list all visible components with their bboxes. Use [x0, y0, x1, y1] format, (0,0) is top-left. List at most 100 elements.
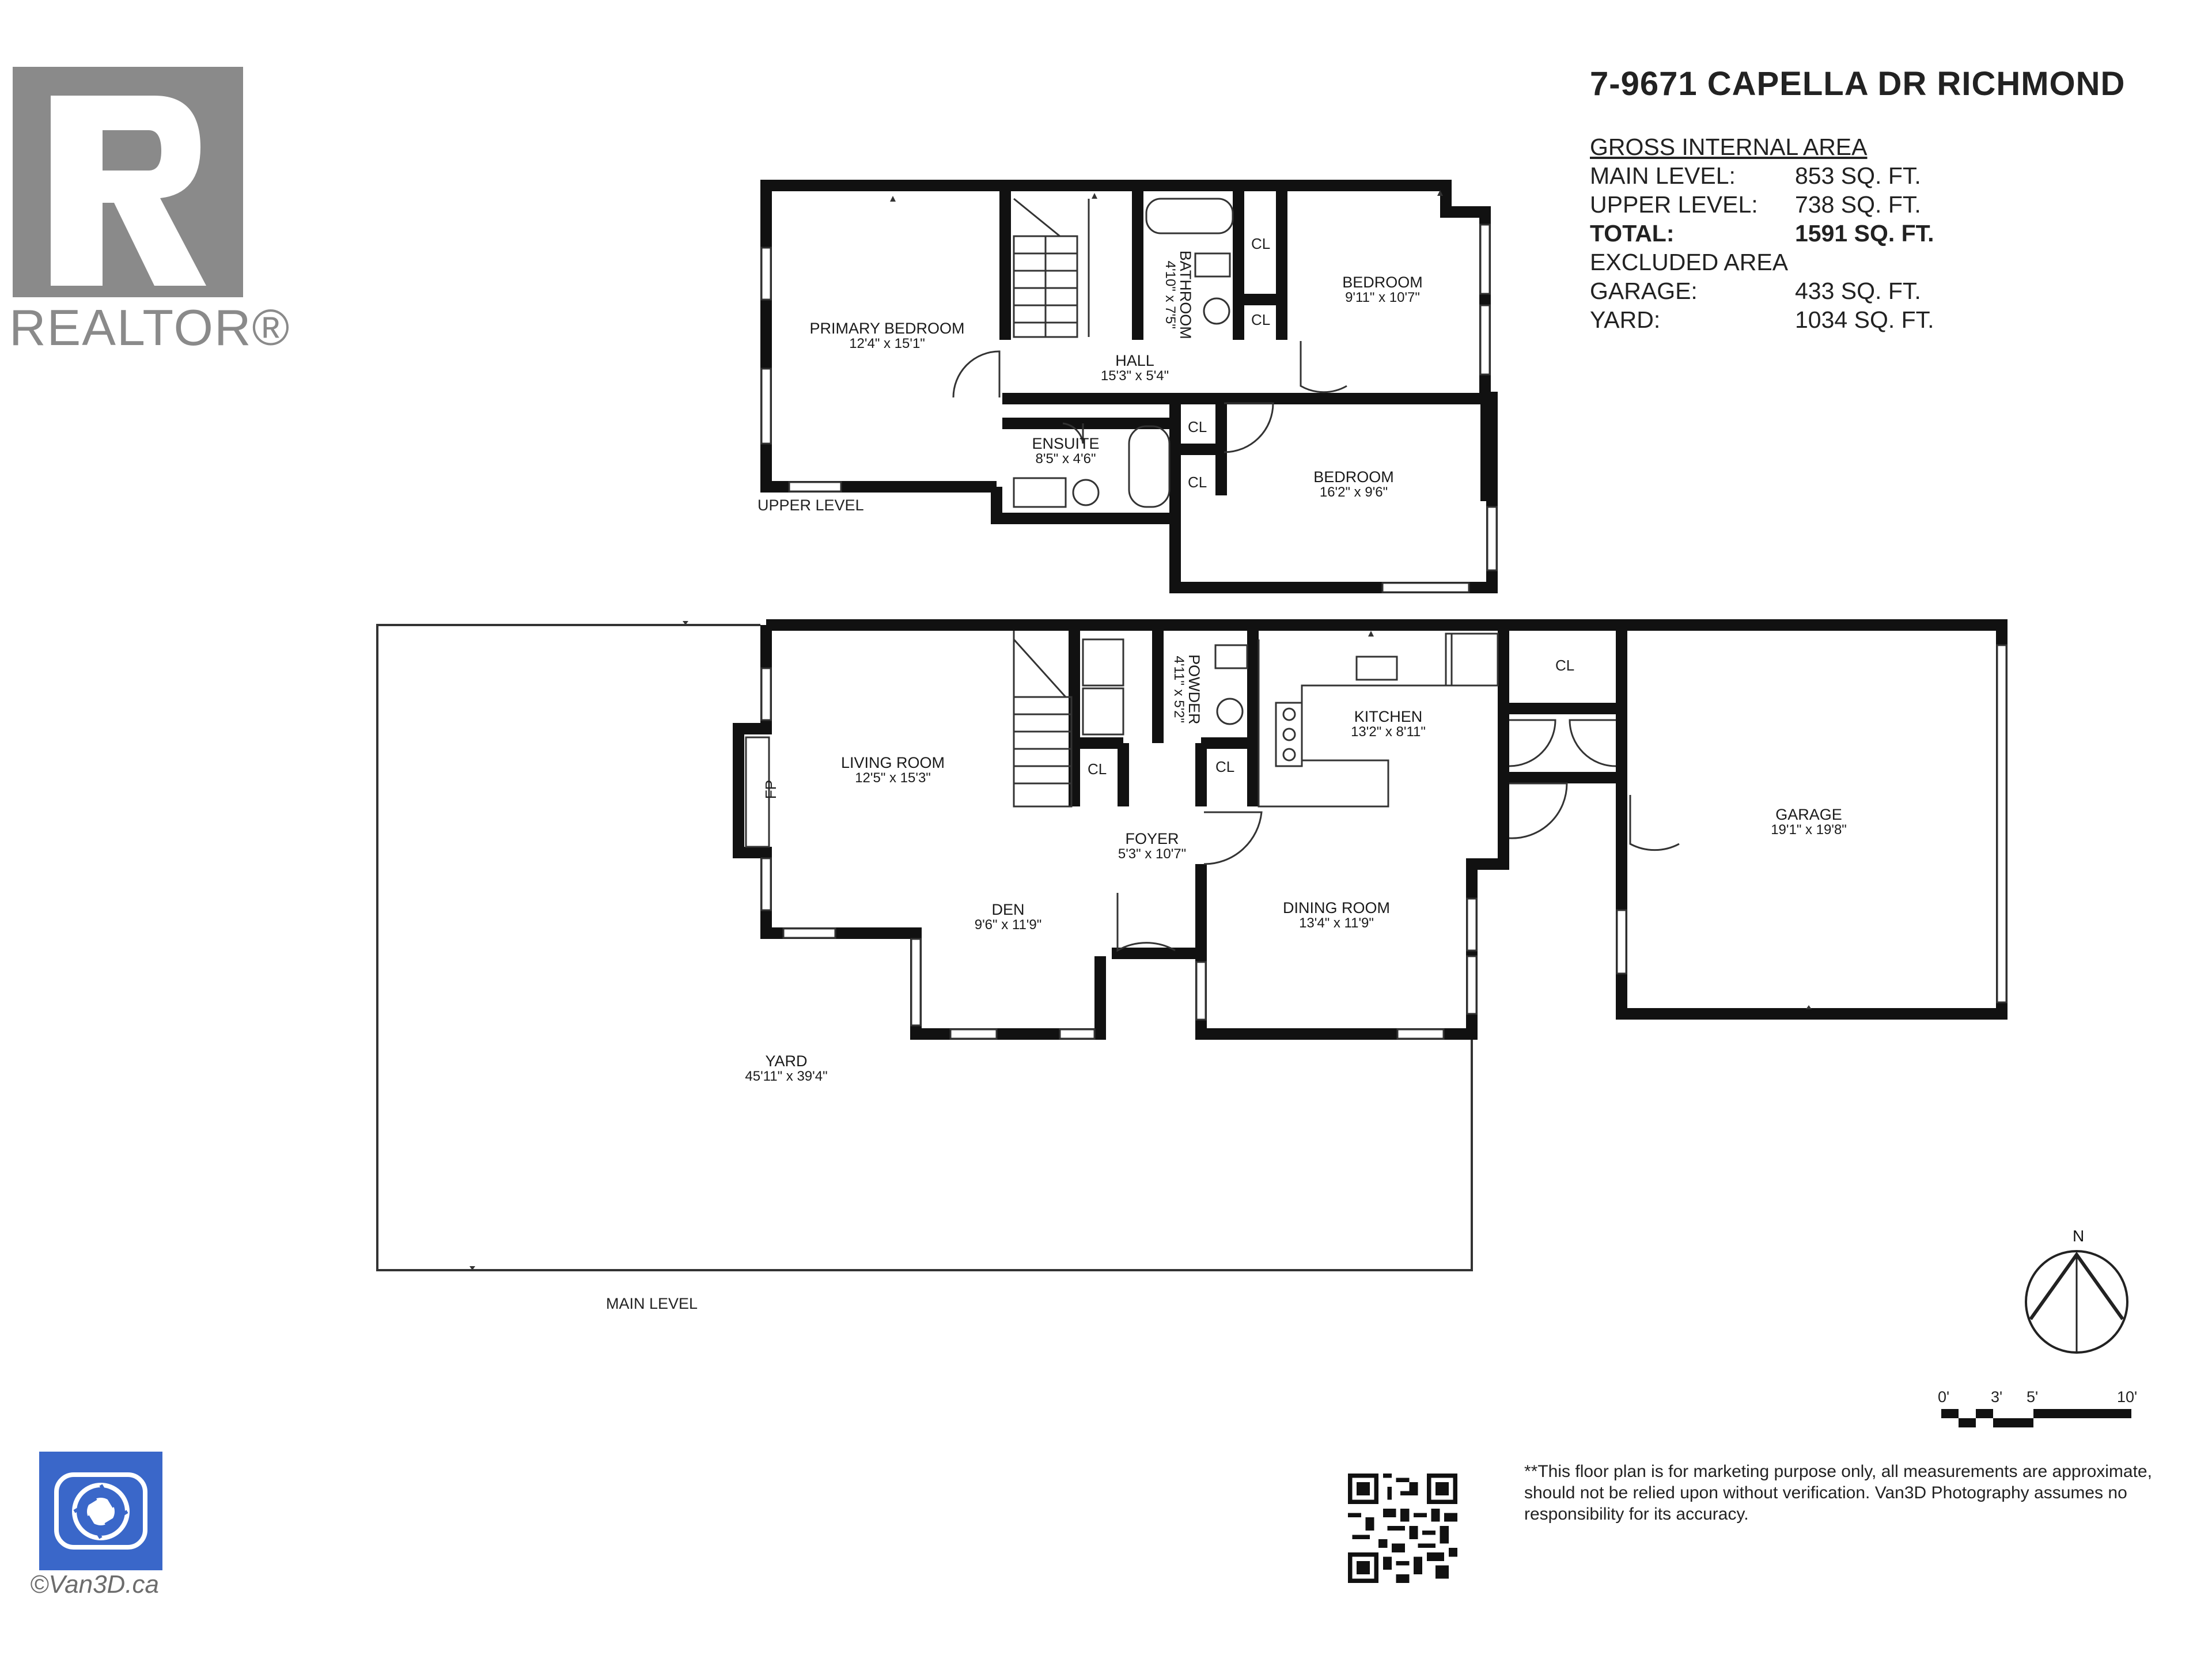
room-dimensions: 16'2" x 9'6": [1319, 484, 1388, 501]
room-primary-bedroom: PRIMARY BEDROOM 12'4" x 15'1": [801, 320, 974, 351]
upper-stairs: [1013, 198, 1090, 338]
room-name: LIVING ROOM: [840, 754, 945, 771]
room-powder: POWDER 4'11" x 5'2": [1171, 632, 1202, 747]
room-dimensions: 45'11" x 39'4": [745, 1069, 828, 1085]
room-name: DINING ROOM: [1283, 899, 1390, 916]
room-dimensions: 13'2" x 8'11": [1351, 724, 1426, 740]
room-foyer: FOYER 5'3" x 10'7": [1094, 831, 1210, 862]
closet-label: CL: [1555, 657, 1575, 674]
closet-label: CL: [1251, 311, 1271, 328]
upper-level-walls: [760, 180, 1498, 593]
main-fixtures: [1082, 632, 1499, 808]
room-bathroom: BATHROOM 4'10" x 7'5": [1162, 237, 1194, 353]
area-value: 853 SQ. FT.: [1795, 162, 1921, 189]
scale-graphic: [1941, 1409, 2131, 1427]
excluded-area-heading: EXCLUDED AREA: [1590, 249, 1789, 275]
property-address: 7-9671 CAPELLA DR RICHMOND: [1590, 65, 2126, 103]
van3d-credit: ©Van3D.ca: [30, 1570, 160, 1599]
room-name: BATHROOM: [1176, 250, 1194, 339]
room-dimensions: 13'4" x 11'9": [1299, 915, 1374, 931]
upper-level-label: UPPER LEVEL: [757, 497, 864, 514]
room-ensuite: ENSUITE 8'5" x 4'6": [1014, 435, 1118, 467]
room-dimensions: 4'11" x 5'2": [1171, 656, 1187, 724]
yard-outline: [376, 624, 1473, 1271]
room-den: DEN 9'6" x 11'9": [956, 902, 1060, 933]
room-name: BEDROOM: [1342, 274, 1423, 291]
room-garage: GARAGE 19'1" x 19'8": [1745, 806, 1872, 838]
scale-label: 0': [1938, 1388, 1950, 1406]
area-value: 433 SQ. FT.: [1795, 278, 1921, 304]
scale-bar: 0' 3' 5' 10': [1930, 1388, 2149, 1446]
area-value: 1591 SQ. FT.: [1795, 220, 1934, 247]
fireplace-label: FP: [762, 779, 780, 800]
closet-label: CL: [1215, 758, 1235, 775]
room-dimensions: 15'3" x 5'4": [1100, 368, 1169, 384]
compass-icon: [2025, 1250, 2128, 1354]
room-living-room: LIVING ROOM 12'5" x 15'3": [824, 755, 962, 786]
area-label: MAIN LEVEL:: [1590, 162, 1736, 189]
room-name: POWDER: [1185, 654, 1203, 725]
area-label: TOTAL:: [1590, 220, 1675, 247]
room-name: KITCHEN: [1354, 708, 1423, 725]
room-dimensions: 12'5" x 15'3": [855, 770, 931, 786]
closet-label: CL: [1188, 474, 1207, 491]
realtor-wordmark: REALTOR®: [9, 299, 291, 356]
gross-area-heading: GROSS INTERNAL AREA: [1590, 134, 1868, 160]
main-doors: [1116, 719, 1680, 952]
area-heading-row: GROSS INTERNAL AREA: [1590, 134, 1979, 162]
closet-label: CL: [1088, 760, 1107, 778]
upper-doors: [952, 341, 1347, 453]
room-name: HALL: [1115, 352, 1154, 369]
room-dimensions: 12'4" x 15'1": [849, 336, 925, 352]
area-label: YARD:: [1590, 306, 1661, 333]
area-summary: GROSS INTERNAL AREA MAIN LEVEL: 853 SQ. …: [1590, 134, 1979, 335]
scale-label: 10': [2117, 1388, 2138, 1406]
closet-label: CL: [1251, 235, 1271, 252]
wall-ticks: [469, 190, 1812, 1270]
room-name: PRIMARY BEDROOM: [809, 320, 965, 337]
area-value: 738 SQ. FT.: [1795, 191, 1921, 218]
north-compass: N: [2022, 1227, 2131, 1359]
closet-label: CL: [1188, 418, 1207, 435]
room-bedroom-upper-1: BEDROOM 9'11" x 10'7": [1319, 274, 1446, 305]
room-kitchen: KITCHEN 13'2" x 8'11": [1325, 709, 1452, 740]
upper-fixtures: [1013, 198, 1234, 508]
room-dimensions: 19'1" x 19'8": [1771, 822, 1847, 838]
room-dimensions: 4'10" x 7'5": [1162, 260, 1178, 329]
room-dimensions: 5'3" x 10'7": [1118, 846, 1187, 862]
room-name: YARD: [765, 1052, 808, 1070]
room-name: ENSUITE: [1032, 435, 1100, 452]
camera-aperture-icon: [54, 1472, 147, 1550]
area-row-upper: UPPER LEVEL: 738 SQ. FT.: [1590, 191, 1979, 220]
room-name: GARAGE: [1775, 806, 1842, 823]
room-name: BEDROOM: [1313, 468, 1394, 486]
area-label: GARAGE:: [1590, 278, 1698, 304]
room-dimensions: 8'5" x 4'6": [1035, 451, 1096, 467]
excluded-heading-row: EXCLUDED AREA: [1590, 249, 1979, 278]
room-dimensions: 9'11" x 10'7": [1345, 290, 1420, 306]
area-row-total: TOTAL: 1591 SQ. FT.: [1590, 220, 1979, 249]
main-windows: [760, 632, 2008, 1040]
area-row-main: MAIN LEVEL: 853 SQ. FT.: [1590, 162, 1979, 191]
room-name: DEN: [991, 901, 1025, 918]
realtor-logo: [13, 67, 243, 297]
main-level-label: MAIN LEVEL: [606, 1295, 698, 1312]
area-row-yard: YARD: 1034 SQ. FT.: [1590, 306, 1979, 335]
fireplace: [745, 736, 770, 848]
scale-label: 3': [1991, 1388, 2003, 1406]
main-stairs: [1013, 631, 1073, 808]
room-bedroom-upper-2: BEDROOM 16'2" x 9'6": [1290, 469, 1417, 500]
scale-label: 5': [2027, 1388, 2039, 1406]
room-hall: HALL 15'3" x 5'4": [1071, 353, 1198, 384]
disclaimer-text: **This floor plan is for marketing purpo…: [1524, 1462, 2152, 1524]
upper-windows: [760, 224, 1498, 593]
area-value: 1034 SQ. FT.: [1795, 306, 1934, 333]
room-dimensions: 9'6" x 11'9": [974, 917, 1042, 933]
area-label: UPPER LEVEL:: [1590, 191, 1758, 218]
room-name: FOYER: [1125, 830, 1179, 847]
area-row-garage: GARAGE: 433 SQ. FT.: [1590, 278, 1979, 306]
room-yard: YARD 45'11" x 39'4": [729, 1053, 844, 1084]
room-dining-room: DINING ROOM 13'4" x 11'9": [1267, 900, 1406, 931]
